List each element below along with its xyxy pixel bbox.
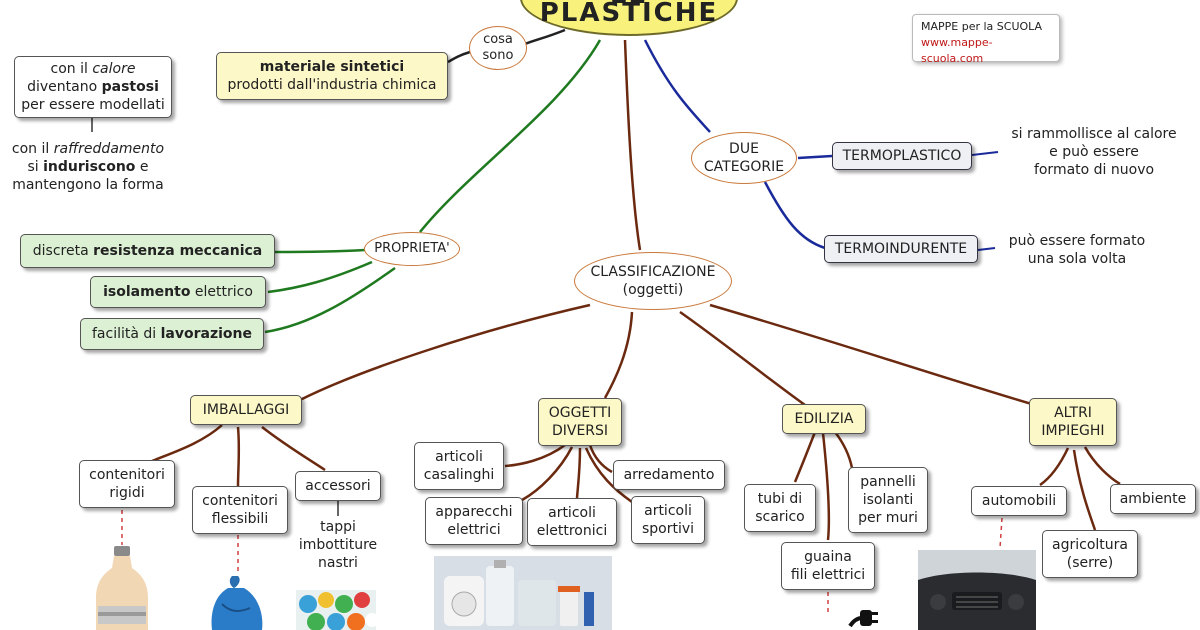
link-title-classificazione xyxy=(623,39,642,251)
link-edi-pannelli xyxy=(834,431,854,469)
plug-icon xyxy=(848,610,878,628)
articoli-elettronici-node: articoli elettronici xyxy=(527,498,617,546)
credit-box: MAPPE per la SCUOLA www.mappe-scuola.com xyxy=(912,14,1060,65)
calore-node: con il calore diventano pastosi per esse… xyxy=(14,56,172,118)
link-altri-agricoltura xyxy=(1072,449,1097,531)
cosa-sono-text: cosa sono xyxy=(482,32,514,63)
materiale-node: materiale sintetici prodotti dall'indust… xyxy=(216,52,448,100)
link-imb-accessori xyxy=(261,426,326,472)
classificazione-node: CLASSIFICAZIONE (oggetti) xyxy=(574,252,732,310)
link-class-imballaggi xyxy=(299,303,591,402)
link-proprieta-prop1 xyxy=(274,248,366,254)
accessori-desc: tappi imbottiture nastri xyxy=(298,519,378,571)
due-categorie-node: DUE CATEGORIE xyxy=(691,132,797,184)
termoindurente-desc: può essere formato una sola volta xyxy=(1008,233,1146,267)
link-title-due-categorie xyxy=(643,39,711,133)
termoplastico-desc: si rammollisce al calore e può essere fo… xyxy=(1011,126,1177,178)
automobili-node: automobili xyxy=(971,486,1067,516)
title-text: LE PLASTICHE xyxy=(539,0,719,28)
ambiente-node: ambiente xyxy=(1110,484,1196,514)
articoli-casalinghi-node: articoli casalinghi xyxy=(414,442,504,490)
link-ogg-elettronici xyxy=(575,447,582,499)
link-altri-ambiente xyxy=(1083,446,1121,486)
link-proprieta-prop3 xyxy=(264,266,396,334)
prop-isolamento-node: isolamento elettrico xyxy=(90,276,266,308)
termoplastico-text: TERMOPLASTICO xyxy=(842,148,962,164)
arredamento-node: arredamento xyxy=(613,460,725,490)
link-due-termoplastico xyxy=(797,154,833,160)
contenitori-rigidi-node: contenitori rigidi xyxy=(79,460,175,508)
edilizia-node: EDILIZIA xyxy=(782,404,866,434)
link-ogg-arredamento xyxy=(588,444,613,474)
pannelli-node: pannelli isolanti per muri xyxy=(848,467,928,533)
dash-automobili-photo xyxy=(999,517,1003,549)
link-title-proprieta xyxy=(419,39,602,233)
altri-impieghi-node: ALTRI IMPIEGHI xyxy=(1029,398,1117,446)
articoli-sportivi-node: articoli sportivi xyxy=(631,496,705,544)
link-class-oggetti xyxy=(603,311,634,399)
accessori-node: accessori xyxy=(295,471,381,501)
credit-line1: MAPPE per la SCUOLA xyxy=(921,20,1043,33)
oggetti-diversi-node: OGGETTI DIVERSI xyxy=(538,398,622,446)
apparecchi-elettrici-node: apparecchi elettrici xyxy=(425,497,523,545)
link-imb-flessibili xyxy=(236,426,241,487)
termoindurente-text: TERMOINDURENTE xyxy=(834,241,968,257)
bag-icon xyxy=(211,576,263,630)
link-ogg-sportivi xyxy=(584,447,633,504)
link-cosa-sono-materiale xyxy=(447,50,471,64)
imballaggi-node: IMBALLAGGI xyxy=(190,395,302,425)
termoplastico-node: TERMOPLASTICO xyxy=(832,142,972,170)
caps-icon xyxy=(296,590,376,630)
link-edi-tubi xyxy=(793,431,817,483)
classificazione-text: CLASSIFICAZIONE (oggetti) xyxy=(590,264,716,298)
guaina-node: guaina fili elettrici xyxy=(781,542,875,590)
link-termoplastico-desc xyxy=(971,151,999,156)
link-edi-guaina xyxy=(821,432,831,541)
contenitori-flessibili-node: contenitori flessibili xyxy=(192,486,288,534)
link-title-cosa-sono xyxy=(524,28,566,46)
prop-resistenza-node: discreta resistenza meccanica xyxy=(20,234,275,268)
plug-photo xyxy=(846,606,880,630)
raffreddamento-node: con il raffreddamento si induriscono e m… xyxy=(11,141,165,193)
materiale-subtitle: prodotti dall'industria chimica xyxy=(227,77,437,93)
cosa-sono-node: cosa sono xyxy=(469,26,527,70)
prop-lavorazione-node: facilità di lavorazione xyxy=(80,318,264,350)
bottle-icon xyxy=(96,546,148,630)
link-class-edilizia xyxy=(679,310,806,407)
credit-link[interactable]: www.mappe-scuola.com xyxy=(921,36,993,65)
due-categorie-text: DUE CATEGORIE xyxy=(703,141,785,175)
link-altri-automobili xyxy=(1039,447,1070,487)
plastic-bag-photo xyxy=(206,574,266,630)
caps-photo xyxy=(296,590,376,630)
materiale-title: materiale sintetici xyxy=(259,59,405,75)
link-due-termoindurente xyxy=(763,181,826,250)
household-objects-photo xyxy=(434,556,612,630)
link-class-altri xyxy=(709,303,1036,407)
agricoltura-node: agricoltura (serre) xyxy=(1042,530,1138,578)
objects-icon xyxy=(434,556,612,630)
link-proprieta-prop2 xyxy=(267,260,373,294)
proprieta-text: PROPRIETA' xyxy=(374,241,450,256)
link-ogg-casalinghi xyxy=(504,443,566,468)
termoindurente-node: TERMOINDURENTE xyxy=(824,235,978,263)
car-dashboard-icon xyxy=(918,550,1036,630)
tubi-scarico-node: tubi di scarico xyxy=(744,484,816,532)
bottle-photo xyxy=(94,546,150,630)
proprieta-node: PROPRIETA' xyxy=(364,232,460,266)
link-ogg-apparecchi xyxy=(521,446,574,502)
car-interior-photo xyxy=(918,550,1036,630)
link-imb-rigidi xyxy=(149,424,223,464)
link-termoindurente-desc xyxy=(977,247,996,251)
